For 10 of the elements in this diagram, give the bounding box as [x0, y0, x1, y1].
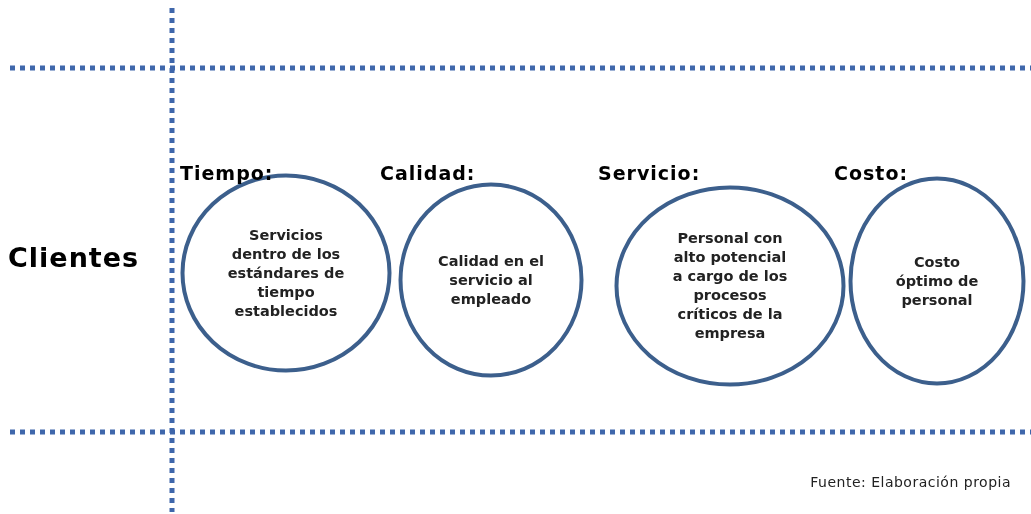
description-text: Calidad en el servicio al empleado [437, 251, 545, 309]
category-heading: Tiempo: [180, 162, 274, 184]
description-text: Costo óptimo de personal [894, 252, 980, 310]
category-heading: Costo: [834, 162, 909, 184]
category-heading: Calidad: [380, 162, 476, 184]
description-text: Servicios dentro de los estándares de tiempo establecidos [226, 225, 346, 321]
description-text: Personal con alto potencial a cargo de los procesos críticos de la empresa [671, 229, 789, 343]
axis-label: Clientes [8, 242, 140, 273]
caption: Fuente: Elaboración propia [810, 474, 1011, 490]
category-heading: Servicio: [598, 162, 701, 184]
